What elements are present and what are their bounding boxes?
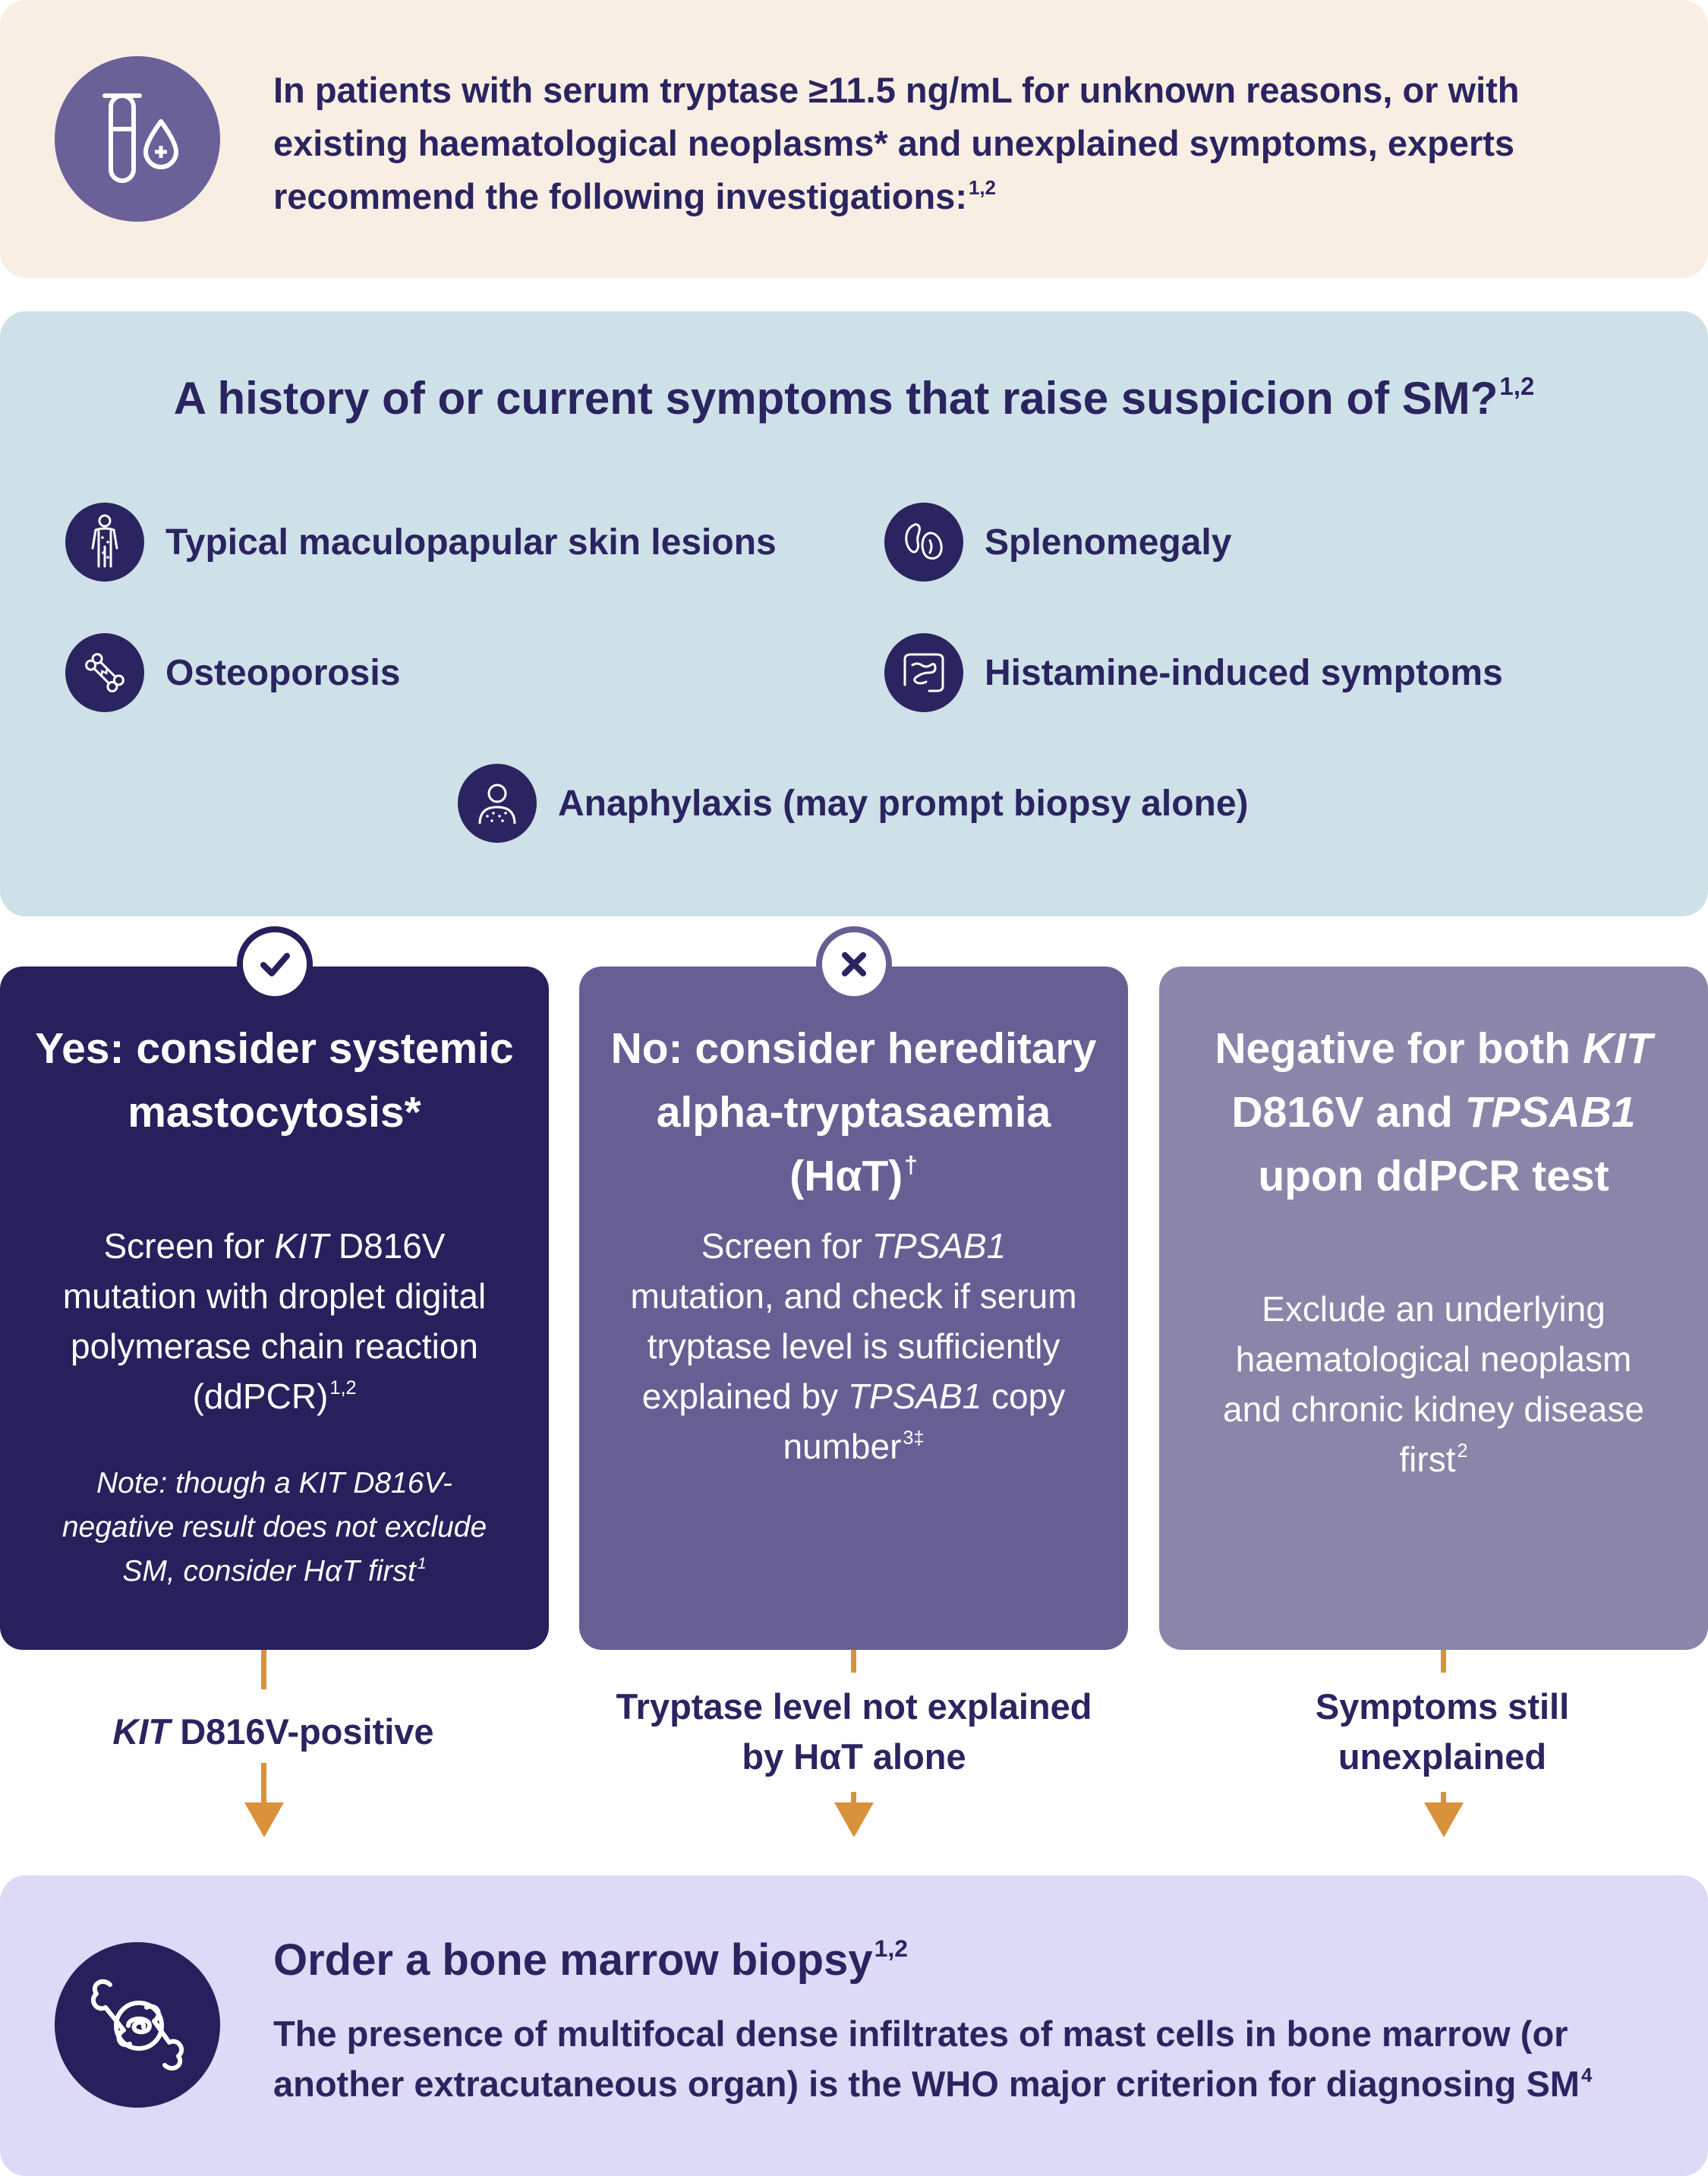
connector-line-neg-lower <box>1441 1792 1446 1805</box>
symptoms-title: A history of or current symptoms that ra… <box>173 372 1535 424</box>
connector-label-no: Tryptase level not explained by HαT alon… <box>616 1686 1092 1777</box>
symptom-splenomegaly: Splenomegaly <box>884 503 1231 582</box>
symptom-osteoporosis: Osteoporosis <box>65 633 400 712</box>
biopsy-panel: Order a bone marrow biopsy1,2 The presen… <box>0 1875 1708 2176</box>
connector-line-no <box>851 1650 856 1673</box>
card-yes-systemic-mastocytosis: Yes: consider systemic mastocytosis* Scr… <box>0 967 549 1650</box>
card-neg-heading: Negative for both KIT D816V and TPSAB1 u… <box>1215 1024 1653 1200</box>
symptom-histamine: Histamine-induced symptoms <box>884 633 1503 712</box>
arrow-down-icon <box>244 1802 284 1837</box>
symptom-label: Osteoporosis <box>165 652 401 693</box>
card-no-body: Screen for TPSAB1 mutation, and check if… <box>630 1226 1077 1466</box>
card-negative-both: Negative for both KIT D816V and TPSAB1 u… <box>1159 967 1708 1650</box>
biopsy-title: Order a bone marrow biopsy1,2 <box>273 1935 908 1985</box>
biopsy-text: The presence of multifocal dense infiltr… <box>273 2014 1593 2104</box>
bone-marrow-icon <box>55 1942 220 2108</box>
connector-line-yes-lower <box>261 1763 266 1805</box>
card-yes-body: Screen for KIT D816V mutation with dropl… <box>62 1226 487 1416</box>
check-icon <box>237 926 313 1002</box>
symptom-label: Anaphylaxis (may prompt biopsy alone) <box>558 783 1249 824</box>
connector-label-yes: KIT D816V-positive <box>112 1711 434 1752</box>
card-no-hat: No: consider hereditary alpha-tryptasaem… <box>579 967 1128 1650</box>
spleen-icon <box>884 503 963 582</box>
arrow-down-icon <box>834 1802 874 1837</box>
test-tube-blood-drop-icon <box>55 56 220 222</box>
card-yes-heading: Yes: consider systemic mastocytosis* <box>35 1024 514 1137</box>
arrow-down-icon <box>1424 1802 1464 1837</box>
connector-line-no-lower <box>851 1792 856 1805</box>
bone-icon <box>65 633 144 712</box>
symptom-label: Histamine-induced symptoms <box>985 652 1503 693</box>
symptoms-panel: A history of or current symptoms that ra… <box>0 311 1708 916</box>
symptom-anaphylaxis: Anaphylaxis (may prompt biopsy alone) <box>458 764 1249 843</box>
card-yes-note: Note: though a KIT D816V-negative result… <box>61 1467 487 1588</box>
intestine-icon <box>884 633 963 712</box>
connector-line-neg <box>1441 1650 1446 1673</box>
card-no-heading: No: consider hereditary alpha-tryptasaem… <box>610 1024 1097 1200</box>
connector-line-yes <box>261 1650 266 1689</box>
cross-icon <box>816 926 892 1002</box>
symptom-label: Typical maculopapular skin lesions <box>165 522 777 563</box>
body-skin-icon <box>65 503 144 582</box>
intro-panel: In patients with serum tryptase ≥11.5 ng… <box>0 0 1708 278</box>
symptom-skin-lesions: Typical maculopapular skin lesions <box>65 503 777 582</box>
connector-label-neg: Symptoms still unexplained <box>1315 1686 1570 1777</box>
symptom-label: Splenomegaly <box>985 522 1232 563</box>
patient-rash-icon <box>458 764 537 843</box>
intro-text: In patients with serum tryptase ≥11.5 ng… <box>273 70 1520 216</box>
card-neg-body: Exclude an underlying haematological neo… <box>1223 1289 1644 1479</box>
